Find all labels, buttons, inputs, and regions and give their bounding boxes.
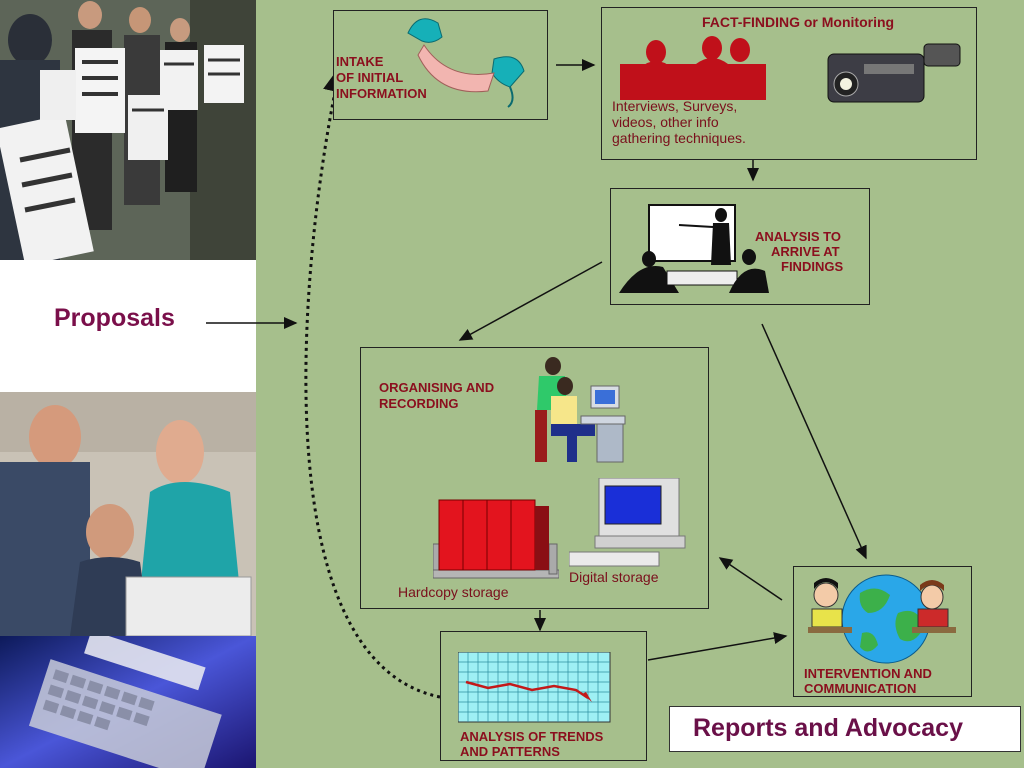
- analysis-node: ANALYSIS TO ARRIVE AT FINDINGS: [610, 188, 870, 305]
- intervention-label-1: INTERVENTION AND: [804, 666, 932, 681]
- arrow-analysis-to-organising: [458, 261, 603, 341]
- intake-label-1: INTAKE: [336, 54, 384, 69]
- fact-finding-node: FACT-FINDING or Monitoring Interviews, S…: [601, 7, 977, 160]
- organising-label-1: ORGANISING AND: [379, 380, 495, 395]
- telephone-icon: [407, 18, 525, 108]
- digital-label: Digital storage: [569, 569, 659, 585]
- intake-label-2: OF INITIAL: [336, 70, 404, 85]
- keyboard-illustration: [0, 636, 256, 768]
- fact-finding-title: FACT-FINDING or Monitoring: [702, 14, 895, 30]
- analysis-label-1: ANALYSIS TO: [755, 229, 841, 244]
- intervention-node: INTERVENTION AND COMMUNICATION: [793, 566, 972, 697]
- meeting-presentation-icon: [619, 204, 769, 293]
- arrow-analysis-to-intervention: [761, 323, 867, 560]
- intervention-label-2: COMMUNICATION: [804, 681, 917, 696]
- arrow-intervention-to-organising: [718, 557, 783, 601]
- hardcopy-label: Hardcopy storage: [398, 584, 509, 600]
- intake-label-3: INFORMATION: [336, 86, 427, 101]
- trends-label-1: ANALYSIS OF TRENDS: [460, 729, 604, 744]
- analysis-label-2: ARRIVE AT: [771, 244, 840, 259]
- analysis-label-3: FINDINGS: [781, 259, 844, 274]
- trends-label-2: AND PATTERNS: [460, 744, 560, 759]
- video-camera-icon: [827, 43, 961, 103]
- protest-illustration: [0, 0, 256, 260]
- proposals-label: Proposals: [54, 304, 175, 332]
- email-keyboard-photo: [0, 636, 256, 768]
- desktop-computer-icon: [569, 478, 686, 567]
- organising-node: ORGANISING AND RECORDING Hardcopy storag…: [360, 347, 709, 609]
- fact-finding-desc-3: gathering techniques.: [612, 130, 746, 146]
- people-silhouette-icon: [620, 36, 766, 100]
- proposals-panel: [0, 260, 256, 393]
- organising-label-2: RECORDING: [379, 396, 459, 411]
- office-illustration: [0, 392, 256, 636]
- intake-node: INTAKE OF INITIAL INFORMATION: [333, 10, 548, 120]
- office-photo: [0, 392, 256, 636]
- protest-photo: [0, 0, 256, 260]
- workers-at-computer-icon: [535, 357, 626, 463]
- fact-finding-desc-2: videos, other info: [612, 114, 719, 130]
- arrow-trends-to-intervention: [647, 632, 788, 661]
- globe-phone-icon: [808, 574, 956, 664]
- reports-advocacy-panel: [669, 706, 1021, 752]
- trends-node: ANALYSIS OF TRENDS AND PATTERNS: [440, 631, 647, 761]
- hardcopy-storage-icon: [433, 499, 559, 579]
- trend-chart-icon: [458, 652, 611, 723]
- reports-advocacy-label: Reports and Advocacy: [693, 714, 963, 742]
- fact-finding-desc-1: Interviews, Surveys,: [612, 98, 738, 114]
